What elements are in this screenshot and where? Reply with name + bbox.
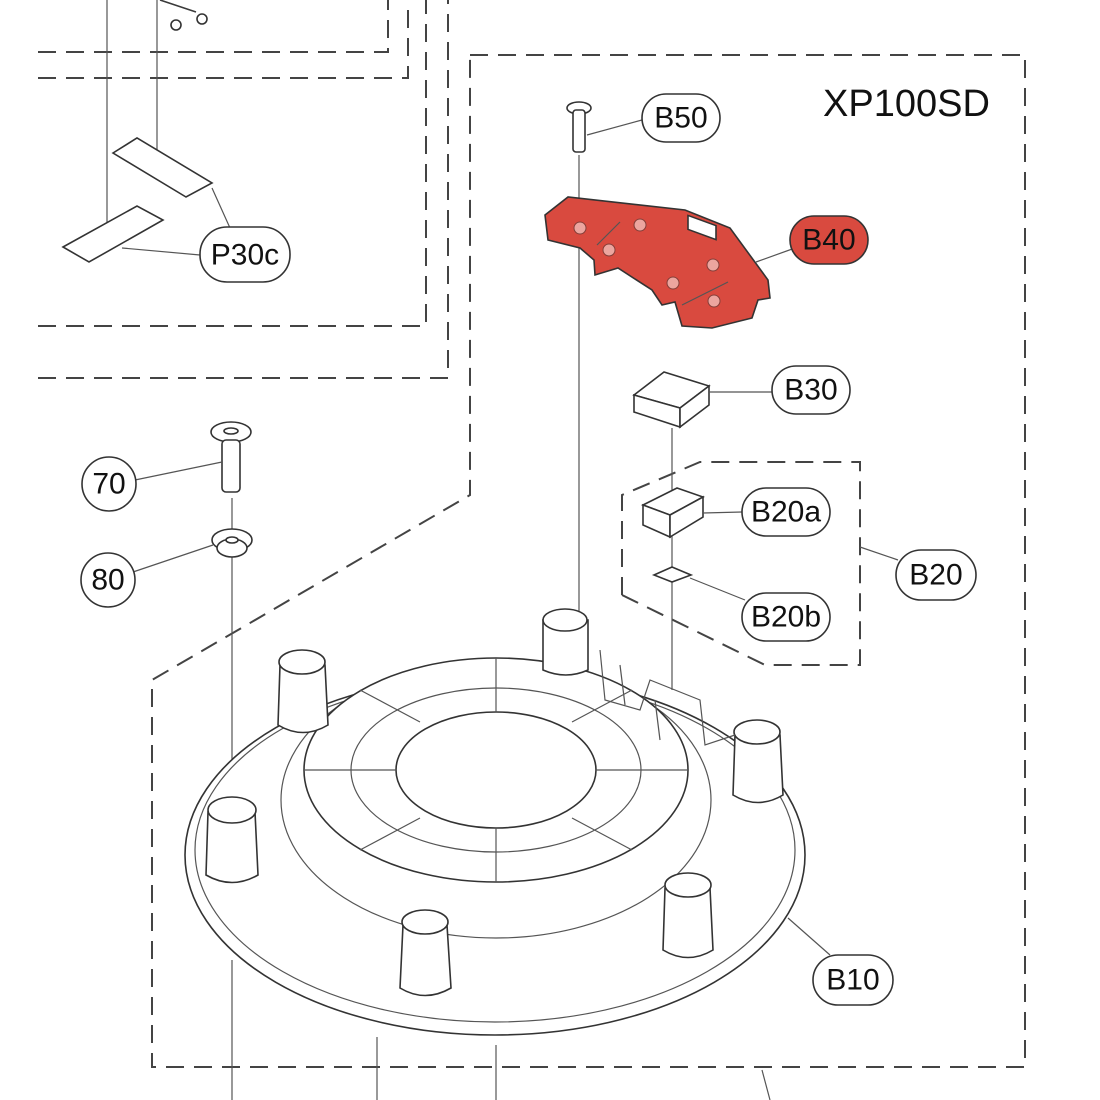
callout-b40[interactable]: B40 [789, 215, 869, 265]
svg-text:B50: B50 [654, 102, 707, 135]
callout-70[interactable]: 70 [81, 456, 137, 512]
xp100sd-group-border [151, 54, 1026, 1068]
callout-b20a[interactable]: B20a [741, 487, 831, 537]
b20-group-border [621, 461, 861, 666]
callout-b50[interactable]: B50 [641, 93, 721, 143]
svg-text:80: 80 [91, 564, 124, 597]
grommet-80 [211, 528, 253, 558]
svg-text:B20a: B20a [751, 496, 821, 529]
upper-left-group-boxes [38, 0, 449, 379]
p30c-pads [61, 137, 214, 263]
svg-text:B10: B10 [826, 964, 879, 997]
b10-base [184, 608, 806, 1036]
model-title: XP100SD [823, 83, 990, 125]
b30-cap [632, 371, 711, 429]
svg-text:B40: B40 [802, 224, 855, 257]
callout-p30c[interactable]: P30c [199, 226, 291, 283]
b50-screw [566, 101, 592, 153]
callout-b30[interactable]: B30 [771, 365, 851, 415]
svg-text:B20b: B20b [751, 601, 821, 634]
svg-text:B30: B30 [784, 374, 837, 407]
b20b-pad [651, 566, 694, 583]
leader-lines [121, 119, 899, 956]
svg-text:70: 70 [92, 468, 125, 501]
svg-text:B20: B20 [909, 559, 962, 592]
svg-text:P30c: P30c [211, 239, 279, 272]
callout-b20b[interactable]: B20b [741, 592, 831, 642]
callout-b20[interactable]: B20 [895, 549, 977, 601]
b40-plate [544, 196, 771, 329]
b20a-clip [640, 487, 705, 539]
pin-70 [210, 421, 252, 493]
pin-part [159, 0, 208, 31]
callout-b10[interactable]: B10 [812, 954, 894, 1006]
callout-80[interactable]: 80 [80, 552, 136, 608]
